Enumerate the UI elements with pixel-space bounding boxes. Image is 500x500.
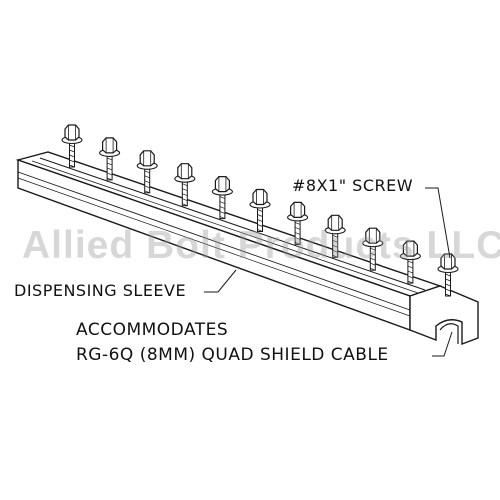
screw-thread — [69, 164, 75, 168]
screw-thread — [407, 260, 414, 264]
screw-thread — [332, 244, 338, 248]
screw-6 — [249, 188, 271, 232]
screw-thread — [69, 144, 75, 148]
screw-thread — [106, 177, 113, 181]
screw-4 — [174, 163, 196, 207]
screw-hex-head — [64, 124, 80, 141]
screw-thread — [370, 267, 376, 271]
cable-slot — [439, 323, 459, 344]
screw-thread — [370, 257, 376, 261]
screw-thread — [407, 275, 414, 279]
screw-thread — [407, 270, 414, 274]
screw-hex-head — [101, 137, 118, 154]
screw-thread — [257, 229, 263, 232]
screw-8 — [324, 214, 346, 258]
screw-thread — [182, 183, 188, 187]
screw-thread — [445, 283, 451, 287]
screw-thread — [219, 196, 226, 199]
screw-thread — [370, 252, 376, 256]
screw-thread — [294, 222, 301, 225]
screw-thread — [106, 167, 113, 171]
sleeve-front-groove-2 — [17, 177, 411, 317]
screw-thread — [332, 234, 338, 238]
screw-thread — [445, 288, 451, 292]
screw-hex-head — [214, 176, 230, 193]
screw-thread — [370, 247, 376, 251]
screw-thread — [182, 193, 188, 197]
screw-1 — [61, 124, 83, 168]
screw-hex-head — [252, 188, 268, 206]
screw-shank — [69, 140, 75, 168]
screw-shank — [106, 153, 113, 181]
screw-10 — [399, 240, 421, 284]
screw-thread — [445, 278, 451, 282]
screw-thread — [294, 232, 301, 235]
screw-thread — [219, 211, 226, 214]
screw-2 — [99, 137, 121, 181]
screw-leader-line — [425, 187, 451, 259]
accommodates-label: ACCOMMODATES — [76, 320, 229, 340]
sleeve-label: DISPENSING SLEEVE — [14, 281, 187, 300]
screw-thread — [182, 203, 188, 207]
screw-shank — [144, 166, 151, 194]
screw-thread — [445, 293, 451, 297]
screw-thread — [332, 239, 338, 243]
screw-thread — [182, 188, 188, 192]
screw-thread — [144, 180, 150, 184]
screw-thread — [219, 206, 226, 209]
screw-thread — [257, 224, 263, 227]
screw-thread — [106, 162, 113, 166]
screw-thread — [257, 209, 263, 212]
screw-thread — [294, 242, 301, 245]
screw-3 — [136, 150, 158, 194]
screw-label: #8X1" SCREW — [292, 176, 414, 195]
screw-9 — [362, 227, 384, 271]
screw-thread — [332, 254, 338, 258]
screw-thread — [144, 185, 150, 189]
screw-group — [61, 124, 459, 297]
screw-thread — [407, 280, 414, 284]
screw-thread — [219, 216, 226, 219]
screw-shank — [219, 192, 226, 220]
screw-thread — [144, 190, 150, 194]
screw-thread — [219, 201, 226, 204]
screw-7 — [287, 201, 309, 245]
screw-thread — [407, 265, 414, 269]
screw-thread — [445, 273, 451, 277]
screw-thread — [182, 198, 188, 202]
watermark: Allied Bolt Products LLC — [22, 224, 500, 267]
screw-thread — [332, 249, 338, 253]
screw-thread — [294, 237, 301, 240]
screw-11 — [437, 253, 459, 297]
screw-thread — [144, 175, 150, 179]
screw-thread — [69, 159, 75, 163]
sleeve-slot-line — [39, 157, 426, 291]
screw-thread — [69, 149, 75, 153]
sleeve-slot-line-2 — [31, 160, 419, 294]
sleeve-end-profile — [409, 285, 479, 346]
cable-leader-line — [432, 331, 453, 357]
screw-hex-head — [139, 150, 155, 167]
screw-5 — [211, 176, 233, 220]
screw-thread — [106, 157, 113, 161]
screw-thread — [257, 214, 263, 217]
sleeve-front-groove — [17, 171, 411, 311]
screw-shank — [445, 269, 451, 297]
screw-shank — [181, 179, 188, 207]
screw-thread — [370, 262, 376, 266]
screw-thread — [106, 172, 113, 176]
cable-spec-label: RG-6Q (8MM) QUAD SHIELD CABLE — [76, 345, 389, 365]
screw-thread — [257, 219, 263, 222]
sleeve-leader-line — [204, 269, 237, 293]
screw-hex-head — [177, 163, 193, 180]
screw-thread — [69, 154, 75, 158]
screw-hex-head — [290, 201, 306, 218]
screw-thread — [144, 170, 150, 174]
screw-thread — [294, 227, 301, 230]
